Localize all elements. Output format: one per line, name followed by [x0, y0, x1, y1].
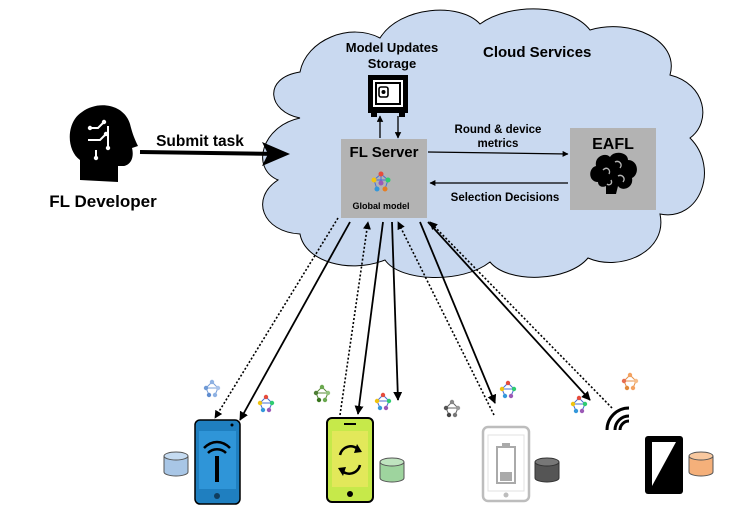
database-icon-4 — [688, 451, 714, 477]
database-icon-3 — [534, 457, 560, 483]
wifi-icon — [203, 440, 231, 454]
storage-label-line2: Storage — [368, 56, 416, 71]
cloud-label: Cloud Services — [483, 44, 591, 61]
storage-label-line1: Model Updates — [346, 40, 438, 55]
phone-3-battery — [481, 425, 531, 503]
network-icon-grey — [443, 399, 461, 418]
decisions-label: Selection Decisions — [451, 192, 560, 204]
network-icon-color-4 — [570, 395, 588, 414]
network-icon-orange — [621, 372, 639, 391]
fl-server-label: FL Server — [350, 144, 419, 161]
submit-task-arrow — [139, 142, 290, 166]
metrics-label-line1: Round & device — [455, 124, 542, 136]
local-model-icons — [203, 372, 639, 418]
battery-icon — [496, 443, 516, 484]
developer-head-icon — [69, 105, 138, 182]
server-to-phone1-solid-arrow — [239, 221, 351, 421]
database-icon-2 — [379, 457, 405, 483]
developer-label: FL Developer — [49, 192, 157, 211]
network-icon-color-3 — [499, 380, 517, 399]
phone-2-sync — [326, 417, 374, 503]
signal-icon — [605, 406, 630, 431]
phone4-to-server-dotted-arrow — [429, 221, 613, 409]
network-icon-blue — [203, 379, 221, 398]
network-icon-color-1 — [257, 394, 275, 413]
device-links — [214, 217, 613, 421]
submit-task-label: Submit task — [156, 133, 244, 150]
safe-icon — [368, 75, 408, 117]
metrics-arrow — [427, 150, 569, 157]
server-to-phone3-solid-arrow — [391, 221, 403, 401]
server-to-phone1-dotted-arrow — [214, 217, 339, 419]
network-icon-green — [313, 384, 331, 403]
phone-1-wifi — [194, 419, 241, 505]
fl-server-box — [341, 139, 427, 218]
phone-4-black — [645, 436, 683, 494]
database-icon-1 — [163, 451, 189, 477]
server-to-phone3b-solid-arrow — [419, 221, 497, 404]
server-to-phone4-solid-arrow — [427, 221, 591, 401]
server-to-phone2-solid-arrow — [354, 221, 384, 415]
global-model-label: Global model — [352, 201, 409, 211]
global-model-network-icon — [371, 171, 391, 192]
brain-icon — [590, 152, 637, 194]
network-icon-color-2 — [374, 392, 392, 411]
phone2-to-server-dotted-arrow — [339, 221, 371, 416]
eafl-label: EAFL — [592, 136, 634, 153]
metrics-label-line2: metrics — [478, 138, 519, 150]
